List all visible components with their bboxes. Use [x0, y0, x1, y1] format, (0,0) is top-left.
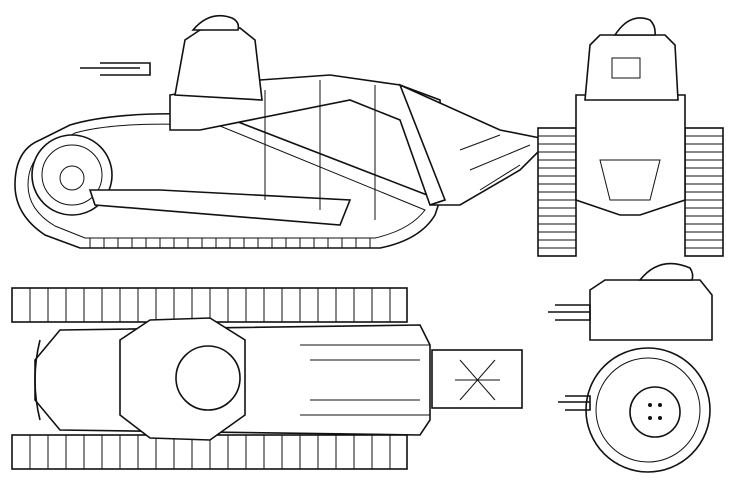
top-view [11, 287, 523, 470]
turret-top-view [558, 347, 711, 473]
tail-skid [398, 83, 552, 206]
cupola-front [613, 17, 656, 36]
turret-body [589, 279, 713, 341]
hull-front [575, 94, 686, 216]
cupola-top [175, 345, 241, 411]
turret-top-gun [558, 395, 591, 411]
suspension-beam [88, 189, 352, 226]
cupola [191, 14, 240, 31]
turret-cupola [638, 262, 694, 281]
side-view [14, 14, 552, 249]
turret-front [584, 34, 679, 101]
turret-hatch [629, 386, 681, 438]
front-view [537, 17, 724, 257]
turret-gun [548, 304, 591, 321]
machine-gun [80, 62, 151, 76]
turret-side-view [548, 262, 713, 341]
turret-side [174, 27, 263, 101]
